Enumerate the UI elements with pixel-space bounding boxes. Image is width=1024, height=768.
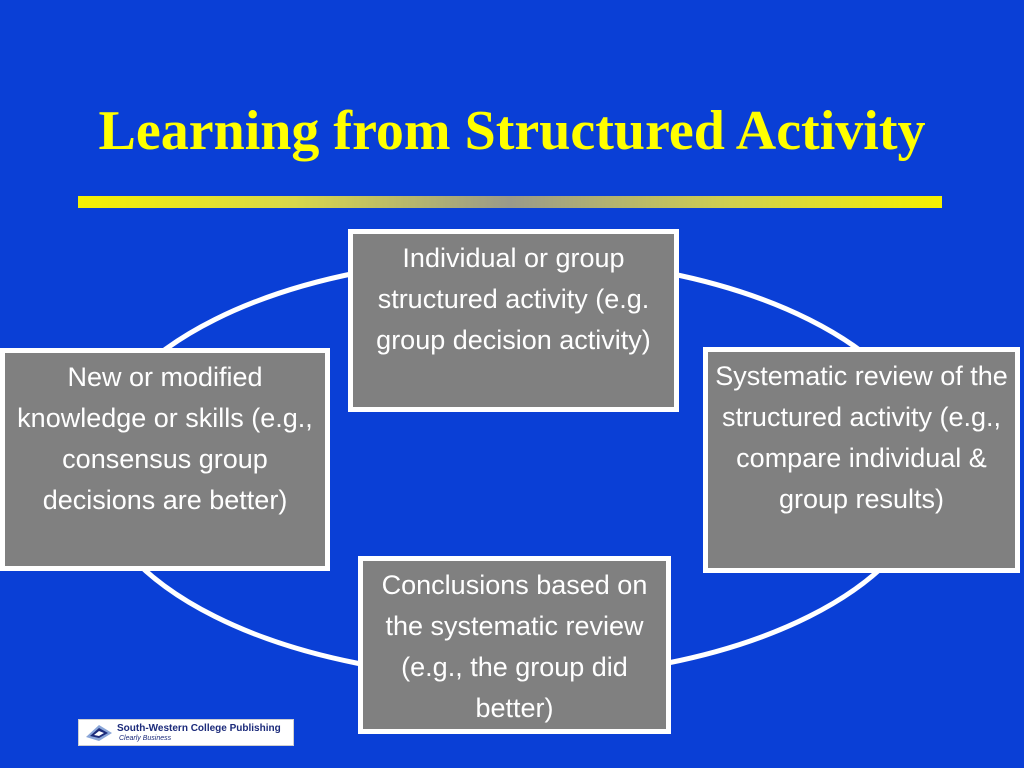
cycle-step-knowledge-text: New or modified knowledge or skills (e.g…: [17, 362, 313, 515]
cycle-step-knowledge: New or modified knowledge or skills (e.g…: [0, 348, 330, 571]
cycle-step-activity: Individual or group structured activity …: [348, 229, 679, 412]
publisher-logo-icon: [86, 725, 112, 741]
publisher-logo-name: South-Western College Publishing: [117, 723, 281, 734]
cycle-step-review-text: Systematic review of the structured acti…: [715, 361, 1008, 514]
cycle-step-activity-text: Individual or group structured activity …: [376, 243, 651, 355]
slide-title: Learning from Structured Activity: [98, 100, 926, 162]
publisher-logo-tagline: Clearly Business: [119, 735, 172, 742]
cycle-step-conclusions: Conclusions based on the systematic revi…: [358, 556, 671, 734]
publisher-logo: South-Western College Publishing Clearly…: [78, 719, 294, 746]
cycle-step-conclusions-text: Conclusions based on the systematic revi…: [381, 570, 648, 723]
cycle-step-review: Systematic review of the structured acti…: [703, 347, 1020, 573]
title-underline: [78, 196, 942, 208]
